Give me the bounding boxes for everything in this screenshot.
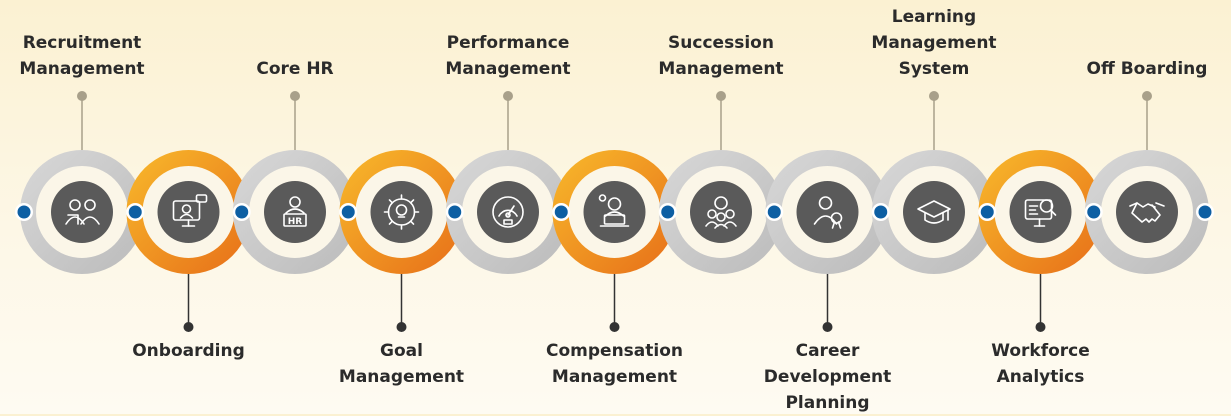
stage-label-3: Core HR — [256, 59, 334, 79]
stage-icon-disc-10 — [1009, 181, 1072, 243]
junction-node-2 — [128, 205, 142, 219]
stage-label-4: Goal Management — [338, 341, 465, 387]
stage-icon-disc-7 — [690, 181, 752, 243]
junction-node-10 — [980, 205, 994, 219]
junction-node-8 — [767, 205, 781, 219]
svg-text:HR: HR — [288, 217, 303, 227]
stage-connector-dot-10 — [1035, 322, 1046, 332]
handshake-icon — [1129, 202, 1165, 223]
junction-node-3 — [235, 205, 249, 219]
stage-connector-dot-5 — [503, 91, 513, 101]
stage-connector-dot-3 — [290, 91, 300, 101]
junction-node-6 — [554, 205, 568, 219]
junction-node-11 — [1087, 205, 1101, 219]
stage-connector-dot-9 — [929, 91, 939, 101]
junction-node-7 — [661, 205, 675, 219]
stage-label-1: Recruitment Management — [19, 33, 145, 79]
stage-label-9: Learning Management System — [871, 7, 997, 79]
people-meeting-icon — [65, 199, 100, 225]
stage-connector-dot-11 — [1142, 91, 1152, 101]
graduation-cap-icon — [917, 200, 951, 224]
hr-person-icon: HR — [283, 196, 307, 227]
junction-node-1 — [17, 205, 31, 219]
stage-icon-disc-8 — [796, 181, 859, 243]
stage-label-2: Onboarding — [132, 341, 245, 361]
junction-node-5 — [448, 205, 462, 219]
junction-node-12 — [1198, 205, 1212, 219]
stage-icon-disc-1 — [51, 181, 113, 243]
video-onboarding-icon — [172, 194, 208, 227]
monitor-search-icon — [1024, 199, 1057, 227]
junction-node-9 — [874, 205, 888, 219]
person-laptop-icon — [598, 194, 630, 227]
junction-node-4 — [341, 205, 355, 219]
team-gear-icon — [705, 196, 737, 229]
stage-icon-disc-9 — [903, 181, 965, 243]
stage-icon-disc-4 — [370, 181, 433, 243]
stage-label-8: Career Development Planning — [763, 341, 892, 413]
stage-connector-dot-2 — [183, 322, 194, 332]
stage-connector-dot-4 — [396, 322, 407, 332]
stage-label-10: Workforce Analytics — [991, 341, 1090, 387]
stage-label-11: Off Boarding — [1086, 59, 1208, 79]
stage-label-6: Compensation Management — [546, 341, 683, 387]
stage-connector-dot-6 — [609, 322, 620, 332]
stage-icon-disc-11 — [1116, 181, 1178, 243]
stage-icon-disc-5 — [477, 181, 539, 243]
stage-label-5: Performance Management — [445, 33, 571, 79]
gear-bulb-icon — [383, 194, 420, 230]
stage-connector-dot-8 — [822, 322, 833, 332]
stage-label-7: Succession Management — [658, 33, 784, 79]
stage-connector-dot-1 — [77, 91, 87, 101]
stage-connector-dot-7 — [716, 91, 726, 101]
person-award-icon — [813, 196, 843, 229]
speedometer-icon — [492, 196, 524, 228]
stage-icon-disc-3 — [264, 181, 326, 243]
